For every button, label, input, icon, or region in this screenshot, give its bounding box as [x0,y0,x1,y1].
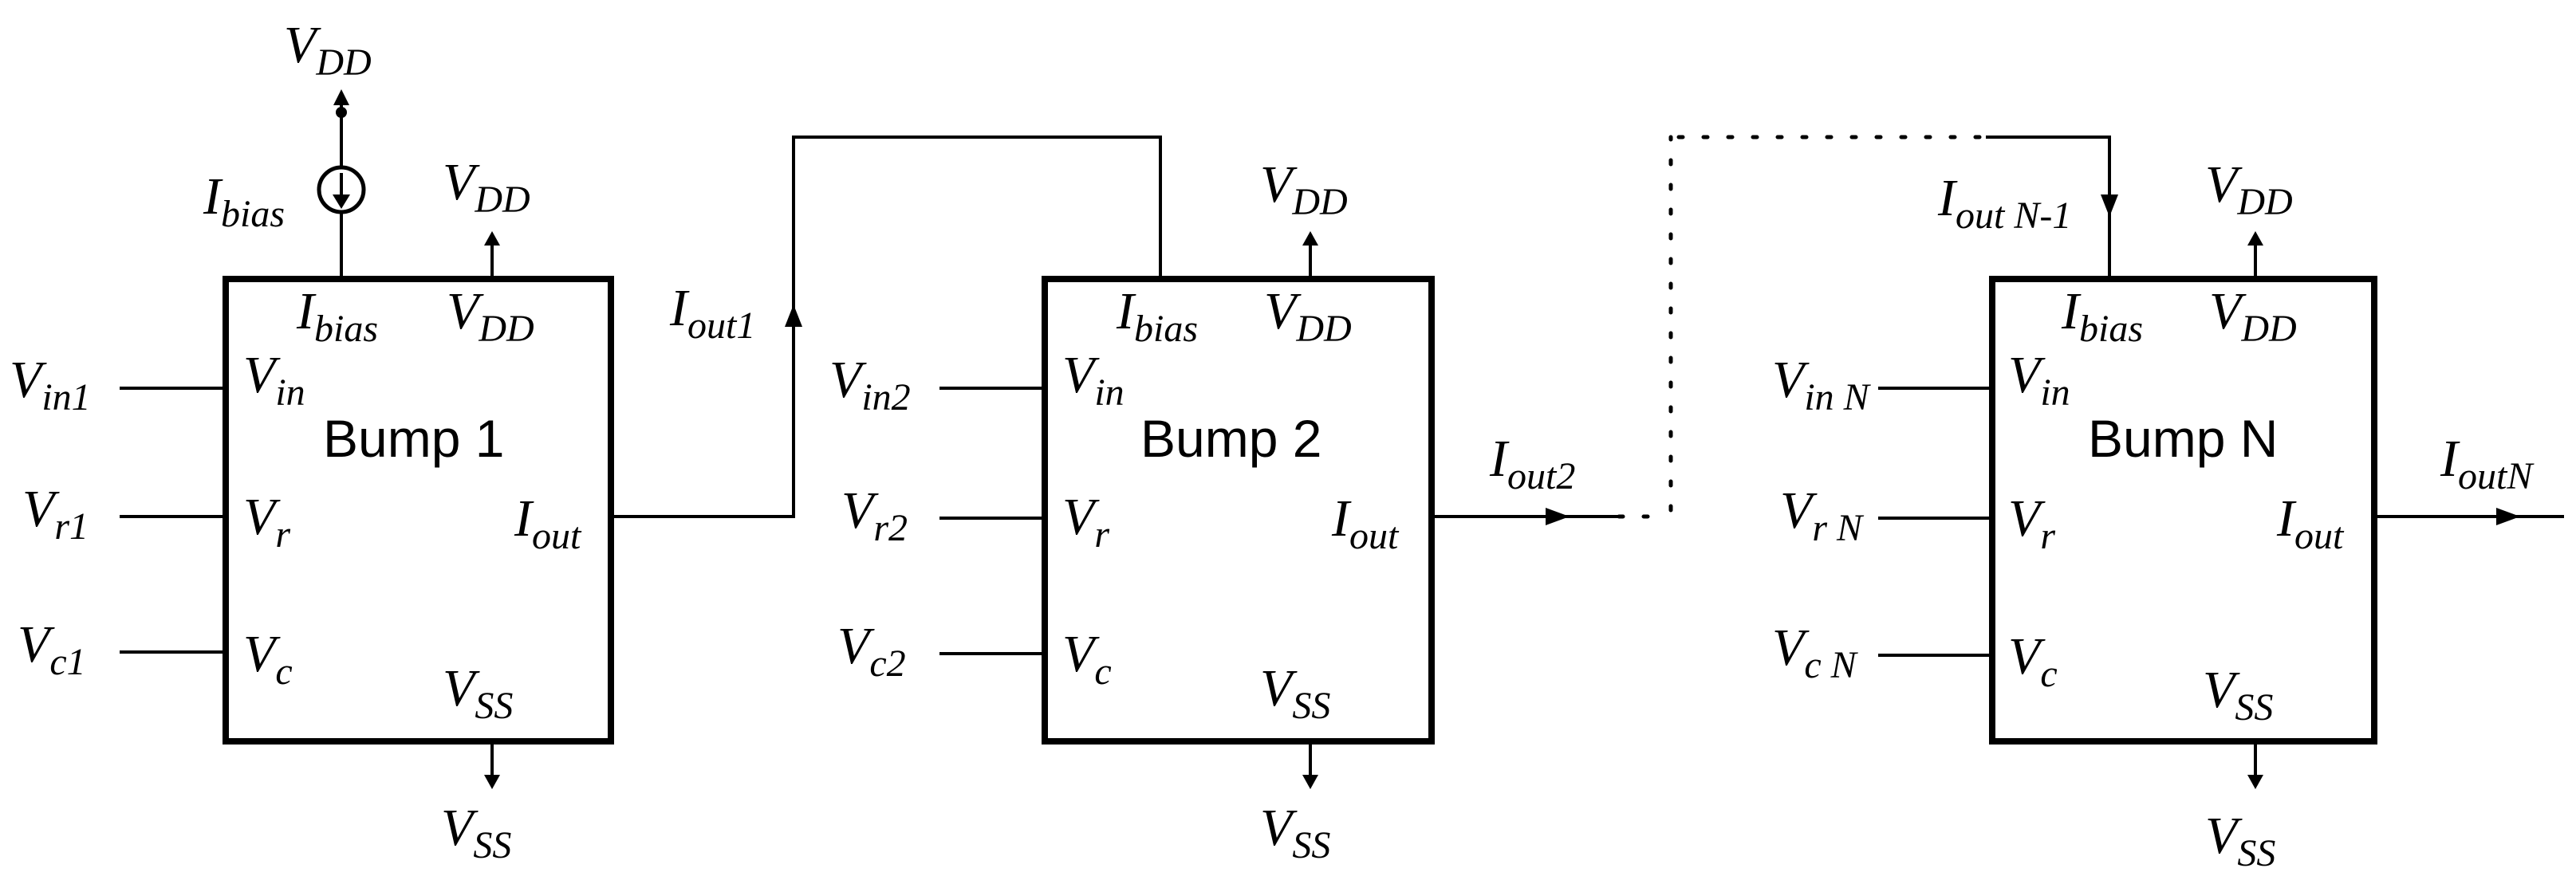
dotted-continuation [1617,135,1987,519]
vin-port-label-2: Vin [1062,346,1125,414]
ibias-port-label-2: Ibias [1116,282,1198,350]
bump-2-block: VDD Bump 2 Ibias VDD Vin Vr Vc Iout VSS … [829,155,1619,866]
iout-n-minus-1-label: Iout N-1 [1937,169,2071,237]
vdd-port-label-n: VDD [2209,282,2297,350]
vss-bottom-label-1: VSS [441,799,511,866]
vin2-label: Vin2 [829,351,911,418]
vin-port-label-1: Vin [243,346,305,414]
bump-n-box [1989,276,2377,745]
ibias-port-label-1: Ibias [296,282,378,350]
bump-2-title: Bump 2 [1140,409,1321,468]
vdd-top-label: VDD [284,16,372,84]
iout1-label: Iout1 [669,279,755,347]
vdd-pin-label-n: VDD [2205,155,2293,223]
bump-2-box [1042,276,1435,745]
iout2-label: Iout2 [1489,430,1575,497]
vr1-label: Vr1 [22,480,89,548]
vdd-port-label-1: VDD [447,282,534,350]
vin-n-label: Vin N [1772,351,1872,418]
iout-n-label: IoutN [2440,430,2535,497]
vr-n-label: Vr N [1780,481,1865,549]
bump-n-block: Iout N-1 VDD Bump N Ibias VDD Vin Vr Vc … [1772,136,2564,874]
vc-n-label: Vc N [1772,619,1859,686]
vc2-label: Vc2 [837,617,906,685]
bias-current-source [317,89,366,276]
ibias-source-label: Ibias [203,167,285,235]
vss-port-label-1: VSS [443,659,513,727]
bump-n-title: Bump N [2088,409,2278,468]
vss-port-label-2: VSS [1260,659,1330,727]
vss-bottom-label-2: VSS [1260,799,1330,866]
iout-port-label-2: Iout [1331,489,1400,557]
bump-1-block: VDD Ibias VDD Bump 1 Ibias VDD Vin Vr Vc… [10,16,614,866]
vc-port-label-2: Vc [1062,625,1112,693]
vc-port-label-n: Vc [2008,627,2058,695]
vdd-pin-label-1: VDD [443,153,530,221]
iout-port-label-n: Iout [2276,489,2345,557]
vr2-label: Vr2 [841,481,908,549]
vdd-port-label-2: VDD [1264,282,1352,350]
bump-1-title: Bump 1 [323,409,504,468]
iout-port-label-1: Iout [514,489,582,557]
vc-port-label-1: Vc [243,625,293,693]
bump-1-box [223,276,614,745]
iout1-connection: Iout1 [611,136,1162,518]
vc1-label: Vc1 [18,615,86,683]
ibias-port-label-n: Ibias [2061,282,2143,350]
vr-port-label-1: Vr [243,488,290,556]
vss-port-label-n: VSS [2203,661,2273,729]
vr-port-label-n: Vr [2008,489,2055,557]
vin-port-label-n: Vin [2008,346,2070,414]
vin1-label: Vin1 [10,351,91,418]
vss-bottom-label-n: VSS [2205,807,2275,874]
vdd-pin-label-2: VDD [1260,155,1348,223]
vr-port-label-2: Vr [1062,488,1109,556]
